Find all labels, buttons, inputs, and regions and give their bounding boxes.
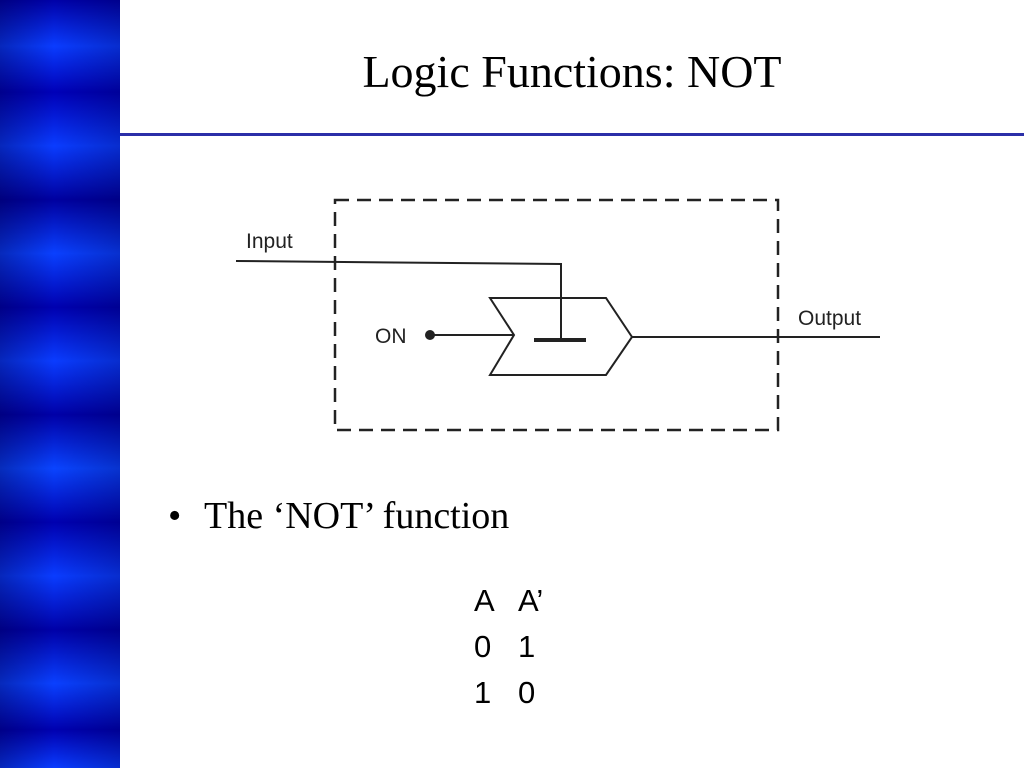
row-cell-a: 1 — [474, 675, 492, 710]
decorative-sidebar — [0, 0, 120, 768]
bullet-text: The ‘NOT’ function — [204, 495, 510, 537]
bullet-item: • The ‘NOT’ function — [168, 492, 509, 540]
not-gate-diagram: Input ON Output — [235, 198, 880, 432]
on-label: ON — [375, 325, 407, 348]
slide-title: Logic Functions: NOT — [362, 46, 782, 97]
switch-body — [488, 297, 634, 376]
bullet-icon: • — [168, 495, 182, 537]
dashed-boundary — [333, 198, 780, 432]
header-a: A — [474, 583, 495, 618]
output-label: Output — [798, 307, 861, 330]
row-cell-a: 0 — [474, 629, 492, 664]
truth-table-header: A A’ — [474, 578, 558, 624]
row-cell-a-prime: 1 — [518, 629, 536, 664]
title-divider — [120, 133, 1024, 136]
row-cell-a-prime: 0 — [518, 675, 536, 710]
input-wire — [235, 260, 562, 339]
header-a-prime: A’ — [518, 583, 544, 618]
input-label: Input — [246, 230, 293, 253]
